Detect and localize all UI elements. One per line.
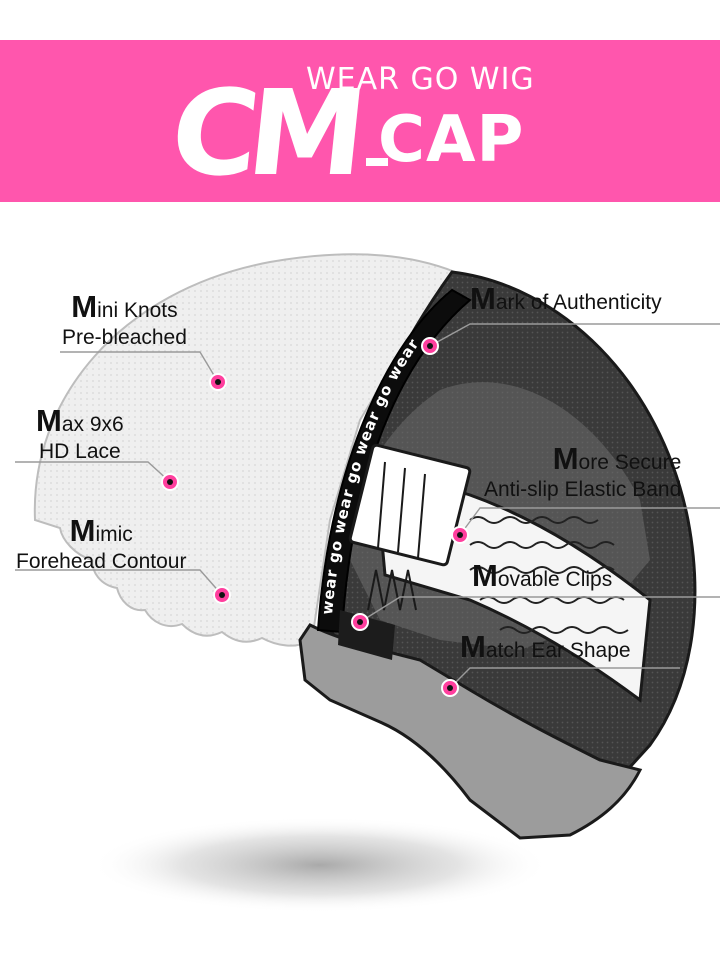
brand-banner: WEAR GO WIG CM CAP <box>0 40 720 202</box>
logo-cap: CAP <box>378 103 525 177</box>
label-mini-knots: Mini Knots Pre-bleached <box>62 289 187 350</box>
label-movable-clips: Movable Clips <box>472 558 613 593</box>
clip-teeth <box>367 569 417 611</box>
logo-dash <box>366 158 388 166</box>
label-authenticity: Mark of Authenticity <box>470 281 662 316</box>
label-hd-lace: Max 9x6 HD Lace <box>36 403 124 464</box>
logo-tagline: WEAR GO WIG <box>306 62 535 97</box>
ground-shadow <box>90 817 550 913</box>
band-buckle <box>348 443 472 567</box>
label-elastic-band: More Secure Anti-slip Elastic Band <box>484 441 682 502</box>
label-forehead-contour: Mimic Forehead Contour <box>16 513 187 574</box>
leader-lines <box>15 323 720 689</box>
buckle-ribs <box>377 461 426 559</box>
label-ear-shape: Match Ear Shape <box>460 629 631 664</box>
